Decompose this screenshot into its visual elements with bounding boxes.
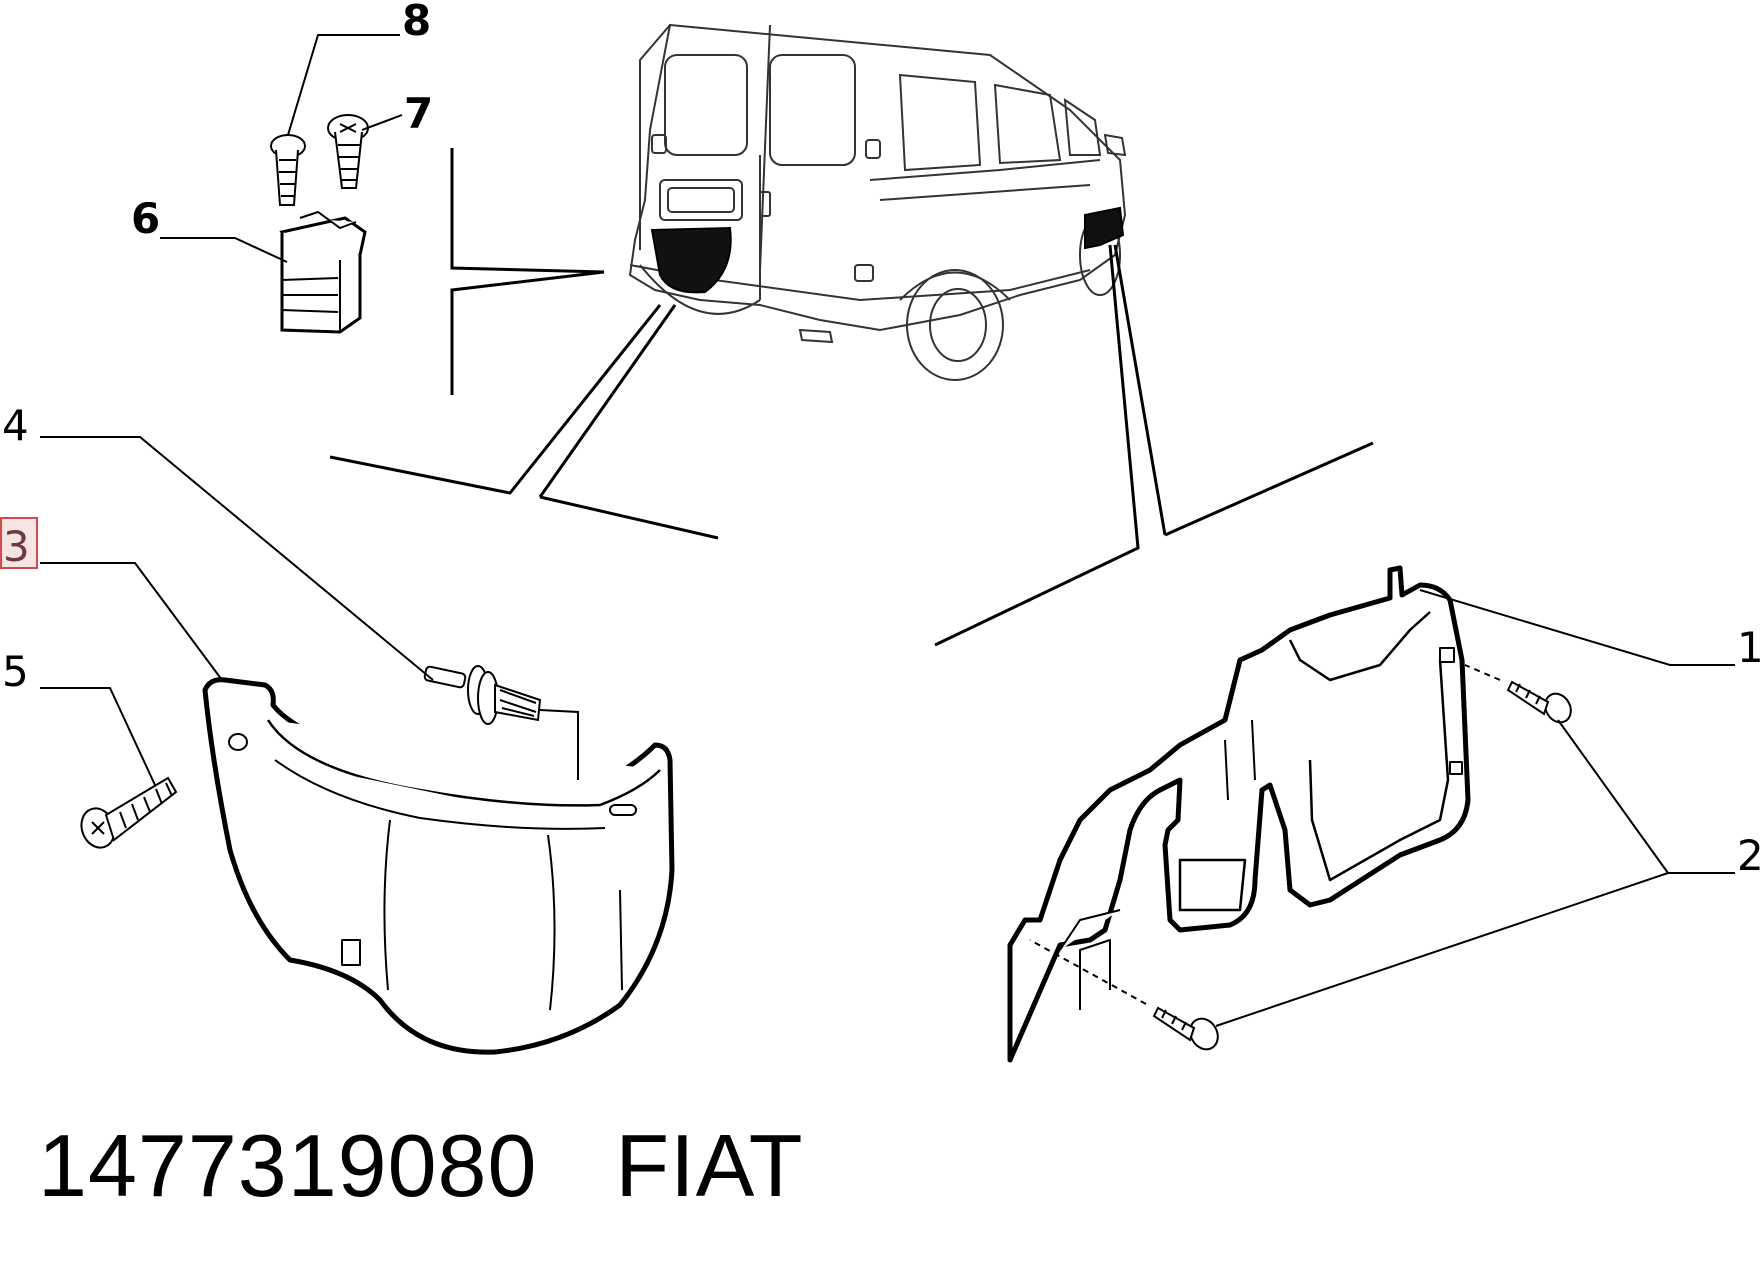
part-1-inner-panel: [1007, 565, 1471, 1063]
part-2-screws: [1029, 664, 1572, 1051]
callout-4: 4: [2, 401, 29, 450]
part-3-mud-flap: [202, 677, 675, 1055]
leader-2b: [1215, 872, 1669, 1027]
leader-4: [40, 436, 434, 681]
leader-4b: [539, 709, 579, 780]
leader-2: [1557, 719, 1735, 874]
part-caption: 1477319080 FIAT: [38, 1115, 804, 1217]
van-highlighted-parts: [650, 206, 1125, 294]
part-number: 1477319080: [38, 1116, 538, 1215]
detail-leader-lines: [329, 148, 1374, 647]
leader-7: [361, 114, 403, 131]
callout-leaders: [40, 34, 1735, 1027]
part-7-screw: [327, 114, 369, 189]
callout-7: 7: [404, 89, 433, 138]
leader-5: [40, 687, 156, 786]
callout-3[interactable]: 3: [3, 522, 30, 571]
callout-numbers: 8 7 6 4 3 5 1 2: [0, 0, 1764, 880]
callout-3-highlight: [0, 517, 38, 569]
van-illustration: [628, 23, 1127, 381]
callout-8: 8: [402, 0, 431, 45]
callout-1: 1: [1737, 623, 1764, 672]
brand-name: FIAT: [615, 1116, 804, 1215]
part-4-push-rivet: [423, 665, 542, 725]
leader-6: [160, 237, 288, 263]
callout-6: 6: [131, 194, 160, 243]
part-6-clip: [279, 210, 367, 334]
part-5-screw: [80, 776, 178, 849]
callout-2: 2: [1737, 831, 1764, 880]
leader-8: [287, 34, 400, 136]
part-8-bolt: [270, 134, 306, 206]
leader-3: [40, 562, 223, 681]
callout-5: 5: [2, 647, 29, 696]
leader-1: [1419, 589, 1735, 666]
